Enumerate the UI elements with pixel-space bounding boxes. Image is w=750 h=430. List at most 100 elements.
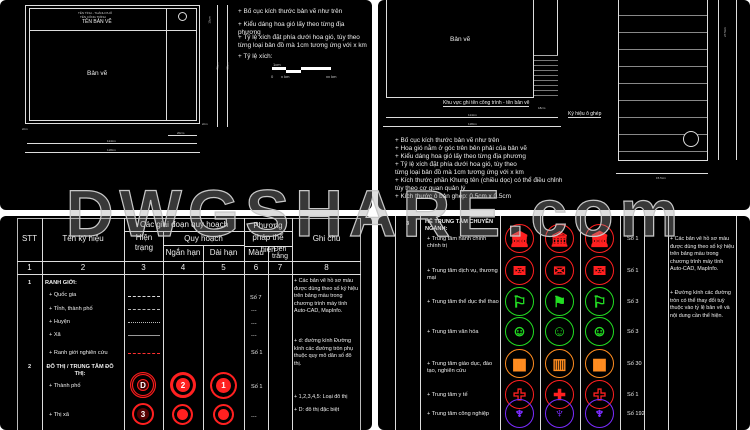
theater-mask-icon: ☺ <box>545 317 574 346</box>
note-bullet: + Kiểu dáng hoa gió lấy theo từng địa ph… <box>395 153 526 160</box>
color-code: Số 3 <box>627 329 639 335</box>
scale-label: x km <box>281 74 290 79</box>
dim-label: 2cm <box>22 127 28 131</box>
line-style-province <box>128 309 160 310</box>
drawing-frame <box>386 0 558 98</box>
dim-label: 76cm <box>215 62 220 70</box>
dim-label: 15cm <box>207 16 212 24</box>
industry-icon: ♆ <box>545 399 574 428</box>
sport-icon: ⚑ <box>585 287 614 316</box>
theater-mask-icon: ☺ <box>505 317 534 346</box>
row-name: + Trung tâm thể dục thể thao <box>427 299 499 305</box>
row-name: RANH GIỚI: <box>45 280 77 286</box>
color-code: --- <box>251 333 257 339</box>
government-building-icon: 🏛 <box>545 224 574 253</box>
dim-label: 118cm <box>468 122 477 126</box>
color-code: Số 7 <box>250 295 262 301</box>
row-name: + Trung tâm dịch vụ, thương mại <box>427 268 498 281</box>
line-style-national <box>128 296 160 297</box>
note-bullet: + Tỷ lệ xích: <box>238 53 273 60</box>
col-number: 6 <box>253 263 259 272</box>
dim-label: 20cm <box>177 131 185 135</box>
government-building-icon: 🏛 <box>505 224 534 253</box>
dim-label: 80cm <box>225 62 230 70</box>
drawing-frame-inner <box>29 8 197 121</box>
scale-bar <box>272 67 286 70</box>
note-bullet: + Tỷ lệ xích đặt phía dưới hoa gió, tùy … <box>395 161 524 176</box>
color-code: Số 1 <box>251 350 263 356</box>
book-icon: ▥ <box>585 349 614 378</box>
drawing-frame-outer <box>25 5 200 124</box>
dim-label: 15.5cm <box>656 176 666 180</box>
row-stt: 1 <box>28 280 32 286</box>
book-icon: ▥ <box>505 349 534 378</box>
drawing-area-label: Bản vẽ <box>87 70 108 77</box>
row-name: + Trung tâm hành chính chính trị <box>427 236 487 249</box>
drawing-area-label: Bản vẽ <box>450 36 471 43</box>
color-code: Số 1 <box>627 268 639 274</box>
town-long-symbol <box>213 404 234 425</box>
city-long-symbol: 1 <box>210 372 237 399</box>
color-code: --- <box>251 308 257 314</box>
color-code: --- <box>251 321 257 327</box>
color-code: Số 1 <box>627 392 639 398</box>
color-code: Số 30 <box>627 361 642 367</box>
dim-label: 27.5cm <box>722 27 727 37</box>
dim-label: 114cm <box>107 139 116 143</box>
panel-layout-vertical: Bản vẽ Khu vực ghi tên công trình - tên … <box>378 0 750 210</box>
note-text: + D: đô thị đặc biệt <box>294 407 340 413</box>
row-name: + Thị xã <box>49 412 69 418</box>
note-text: + Các bản vẽ hồ sơ màu được dùng theo số… <box>294 278 359 314</box>
header-note: Ghi chú <box>312 234 341 243</box>
scale-label: 0 <box>271 74 274 79</box>
col-number: 1 <box>27 263 32 272</box>
row-name: + Trung tâm văn hóa <box>427 329 479 335</box>
sport-icon: ⚑ <box>545 287 574 316</box>
color-code: Số 1 <box>251 384 263 390</box>
note-bullet: + Kiểu dáng hoa gió lấy theo từng địa ph… <box>238 21 345 36</box>
sport-icon: ⚑ <box>505 287 534 316</box>
header-planning: Quy hoạch <box>184 234 223 243</box>
row-name: + Tỉnh, thành phố <box>49 306 93 312</box>
note-bullet: + Bố cục kích thước bản vẽ như trên <box>395 137 500 144</box>
dim-label: 118cm <box>107 148 116 152</box>
envelope-icon: ✉ <box>585 256 614 285</box>
col-number: 2 <box>80 263 86 272</box>
row-stt: 2 <box>28 364 32 370</box>
symbol-table-right: 3 HỆ TRUNG TÂM CHUYÊN NGÀNH: + Trung tâm… <box>378 216 750 430</box>
row-name: + Trung tâm giáo dục, đào tạo, nghiên cứ… <box>427 361 493 374</box>
col-number: 5 <box>221 263 226 272</box>
row-name: + Ranh giới nghiên cứu <box>49 350 108 356</box>
header-stt: STT <box>21 234 38 243</box>
color-code: Số 1 <box>627 236 639 242</box>
note-bullet: + Bố cục kích thước bản vẽ như trên <box>238 8 343 15</box>
city-current-symbol: D <box>130 372 156 398</box>
color-code: --- <box>251 414 257 420</box>
scale-label: xx km <box>326 74 337 79</box>
row-name: + Thành phố <box>49 383 81 389</box>
note-bullet: + Hoa gió nằm ở góc trên bên phải của bả… <box>395 145 527 152</box>
row-name: + Trung tâm y tế <box>427 392 468 398</box>
header-long: Dài hạn <box>209 248 238 257</box>
theater-mask-icon: ☺ <box>585 317 614 346</box>
color-code: Số 192 <box>627 411 645 417</box>
header-line: TÊN TỈNH - THÀNH PHỐ <box>78 11 113 15</box>
envelope-icon: ✉ <box>545 256 574 285</box>
header-bw: Đen trắng <box>272 246 288 260</box>
row-name: + Trung tâm công nghiệp <box>427 411 490 417</box>
note-bullet: + Kích thước phần Khung tên (chiều dọc) … <box>395 177 563 192</box>
scale-unit: 1cm <box>273 62 281 67</box>
government-building-icon: 🏛 <box>585 224 614 253</box>
row-name: + Huyện <box>49 319 70 325</box>
line-style-commune <box>128 335 160 336</box>
line-style-district <box>128 322 160 323</box>
col-number: 3 <box>141 263 146 272</box>
header-name: Tên ký hiệu <box>62 234 104 243</box>
drawing-title: TÊN BẢN VẼ <box>82 19 112 25</box>
header-phases: Các giai đoạn quy hoạch <box>139 220 229 229</box>
row-stt: 3 <box>406 221 410 227</box>
header-color: Màu <box>248 248 264 257</box>
industry-icon: ♆ <box>585 399 614 428</box>
col-number: 7 <box>277 263 283 272</box>
title-block-strip <box>534 55 558 98</box>
